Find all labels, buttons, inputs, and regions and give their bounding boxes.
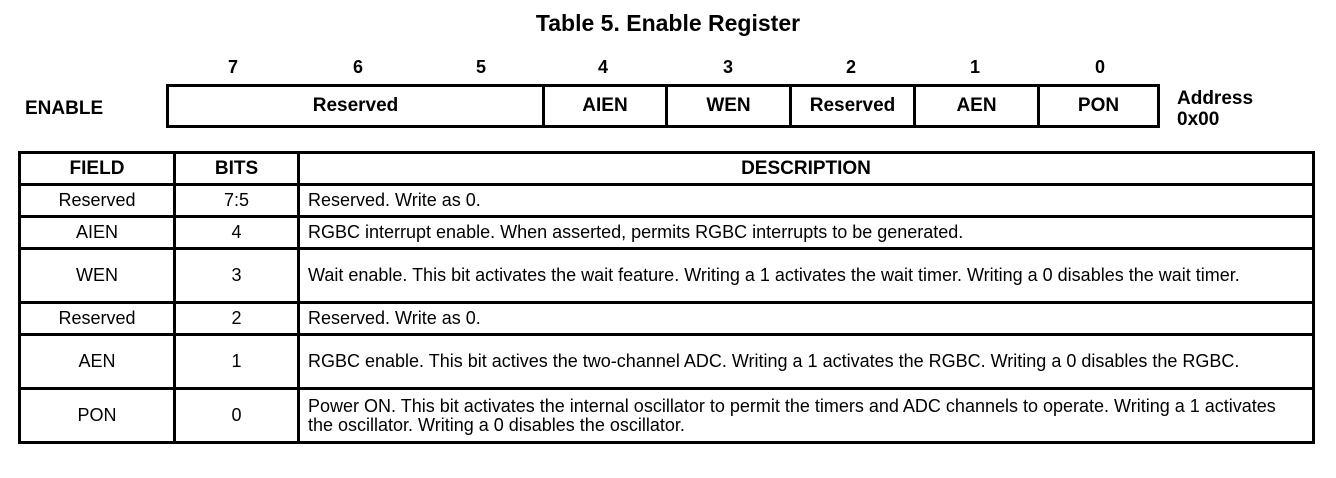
bits-cell: 2: [173, 301, 300, 336]
bit-number: 3: [722, 57, 733, 77]
register-field: AIEN: [542, 87, 665, 125]
register-field: Reserved: [312, 95, 399, 116]
table-row: AIEN 4 RGBC interrupt enable. When asser…: [18, 215, 1315, 250]
bit-number: 7: [227, 57, 238, 77]
bit-number: 5: [475, 57, 486, 77]
table-row: Reserved 7:5 Reserved. Write as 0.: [18, 183, 1315, 218]
bit-number: 6: [352, 57, 363, 77]
bits-cell: 3: [173, 247, 300, 304]
register-field: AEN: [913, 87, 1037, 125]
register-name: ENABLE: [25, 98, 104, 119]
field-cell: PON: [18, 387, 176, 444]
description-cell: Reserved. Write as 0.: [297, 301, 1315, 336]
description-cell: Reserved. Write as 0.: [297, 183, 1315, 218]
table-title: Table 5. Enable Register: [535, 10, 801, 36]
bit-number: 1: [969, 57, 980, 77]
field-cell: Reserved: [18, 301, 176, 336]
bits-cell: 1: [173, 333, 300, 390]
field-cell: AEN: [18, 333, 176, 390]
description-cell: RGBC enable. This bit actives the two-ch…: [297, 333, 1315, 390]
field-description-table: FIELD BITS DESCRIPTION Reserved 7:5 Rese…: [18, 151, 1315, 444]
bit-number: 2: [845, 57, 856, 77]
table-header-row: FIELD BITS DESCRIPTION: [18, 151, 1315, 186]
register-diagram: Reserved AIEN WEN Reserved AEN PON: [166, 84, 1160, 128]
table-row: Reserved 2 Reserved. Write as 0.: [18, 301, 1315, 336]
table-row: AEN 1 RGBC enable. This bit actives the …: [18, 333, 1315, 390]
register-field: WEN: [665, 87, 789, 125]
bit-number: 4: [597, 57, 608, 77]
bit-number: 0: [1094, 57, 1105, 77]
register-address: Address 0x00: [1177, 88, 1253, 130]
field-cell: AIEN: [18, 215, 176, 250]
field-cell: WEN: [18, 247, 176, 304]
description-cell: Wait enable. This bit activates the wait…: [297, 247, 1315, 304]
address-label: Address: [1177, 88, 1254, 109]
description-cell: RGBC interrupt enable. When asserted, pe…: [297, 215, 1315, 250]
field-cell: Reserved: [18, 183, 176, 218]
address-value: 0x00: [1177, 109, 1220, 130]
register-field: PON: [1037, 87, 1157, 125]
table-row: WEN 3 Wait enable. This bit activates th…: [18, 247, 1315, 304]
register-field: Reserved: [789, 87, 913, 125]
table-row: PON 0 Power ON. This bit activates the i…: [18, 387, 1315, 444]
description-cell: Power ON. This bit activates the interna…: [297, 387, 1315, 444]
header-field: FIELD: [18, 151, 176, 186]
bits-cell: 4: [173, 215, 300, 250]
bits-cell: 7:5: [173, 183, 300, 218]
header-description: DESCRIPTION: [297, 151, 1315, 186]
bits-cell: 0: [173, 387, 300, 444]
header-bits: BITS: [173, 151, 300, 186]
